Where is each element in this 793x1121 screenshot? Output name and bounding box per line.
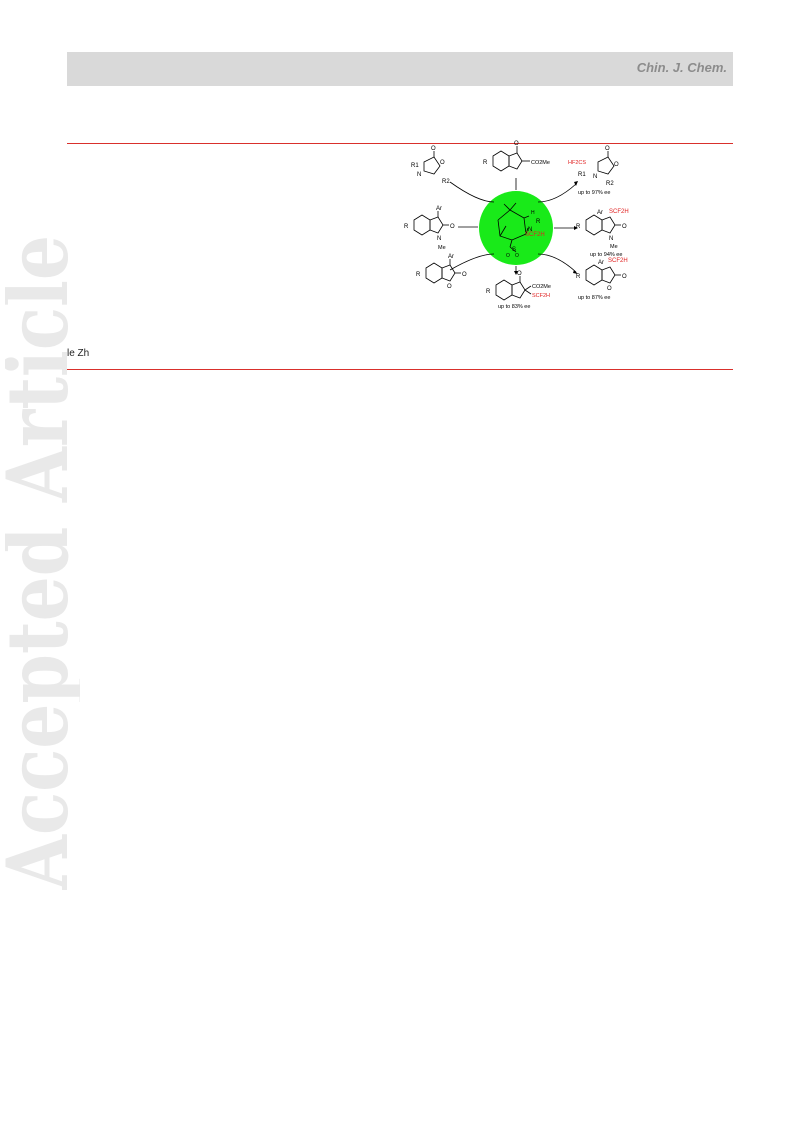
mid-right-ar: Ar <box>597 210 603 216</box>
top-center-o: O <box>514 141 519 147</box>
mid-right-r: R <box>576 224 581 230</box>
top-divider <box>67 143 733 144</box>
top-center-co2me: CO2Me <box>531 160 550 166</box>
bottom-left-ar: Ar <box>448 254 454 260</box>
top-right-n: N <box>593 174 597 180</box>
bottom-right-r: R <box>576 274 581 280</box>
mid-right-structure <box>585 214 621 236</box>
bottom-right-scf2h: SCF2H <box>608 258 628 264</box>
graphical-abstract: R H N SCF2H S O O R1 N O O R2 O R CO2Me <box>404 141 629 310</box>
bottom-left-o2: O <box>447 284 452 290</box>
top-left-o1: O <box>431 146 436 152</box>
top-center-structure <box>492 146 530 172</box>
catalyst-o2: O <box>515 253 519 259</box>
bottom-left-r: R <box>416 272 421 278</box>
mid-left-o: O <box>450 224 455 230</box>
bottom-left-o1: O <box>462 272 467 278</box>
bottom-divider <box>67 369 733 370</box>
top-center-r: R <box>483 160 488 166</box>
watermark-text: Accepted Article <box>5 235 80 890</box>
catalyst-o1: O <box>506 253 510 259</box>
bottom-center-o: O <box>517 271 522 277</box>
mid-left-r: R <box>404 224 409 230</box>
mid-left-ar: Ar <box>436 206 442 212</box>
bottom-left-structure <box>425 259 461 284</box>
top-left-r1: R1 <box>411 163 419 169</box>
bottom-right-ee: up to 87% ee <box>578 295 610 301</box>
bottom-center-ee: up to 83% ee <box>498 304 530 310</box>
top-right-structure <box>597 151 615 175</box>
bottom-right-o2: O <box>607 286 612 292</box>
bottom-center-co2me: CO2Me <box>532 284 551 290</box>
top-right-r2: R2 <box>606 181 614 187</box>
catalyst-h: H <box>531 210 535 216</box>
bottom-center-structure <box>495 276 532 301</box>
catalyst-s: S <box>512 247 516 253</box>
mid-right-o: O <box>622 224 627 230</box>
catalyst-r: R <box>536 219 541 225</box>
catalyst-n: N <box>528 227 532 233</box>
reaction-arrows <box>449 178 577 273</box>
mid-left-me: Me <box>438 245 446 251</box>
catalyst-highlight <box>479 191 553 265</box>
journal-header-band: Chin. J. Chem. <box>67 52 733 86</box>
top-right-tag: HF2CS <box>568 160 586 166</box>
bottom-center-scf2h: SCF2H <box>532 293 550 299</box>
top-right-ee: up to 97% ee <box>578 190 610 196</box>
bottom-center-r: R <box>486 289 491 295</box>
top-left-r2: R2 <box>442 179 450 185</box>
catalyst-structure <box>497 202 530 253</box>
bottom-right-o1: O <box>622 274 627 280</box>
mid-right-ee: up to 94% ee <box>590 252 622 258</box>
mid-right-scf2h: SCF2H <box>609 209 629 215</box>
mid-right-n: N <box>609 236 613 242</box>
arrow-heads <box>514 181 578 275</box>
top-right-o1: O <box>605 146 610 152</box>
top-right-o2: O <box>614 162 619 168</box>
mid-right-me: Me <box>610 244 618 250</box>
mid-left-n: N <box>437 236 441 242</box>
mid-left-structure <box>413 211 449 236</box>
top-left-structure <box>423 151 441 175</box>
author-fragment: le Zh <box>67 348 90 359</box>
catalyst-scf2h: SCF2H <box>525 232 545 238</box>
top-left-n: N <box>417 172 421 178</box>
bottom-right-ar: Ar <box>598 260 604 266</box>
top-right-r1: R1 <box>578 172 586 178</box>
accepted-article-watermark: Accepted Article <box>5 235 80 890</box>
bottom-right-structure <box>585 264 621 286</box>
journal-title: Chin. J. Chem. <box>636 60 727 75</box>
top-left-o2: O <box>440 160 445 166</box>
